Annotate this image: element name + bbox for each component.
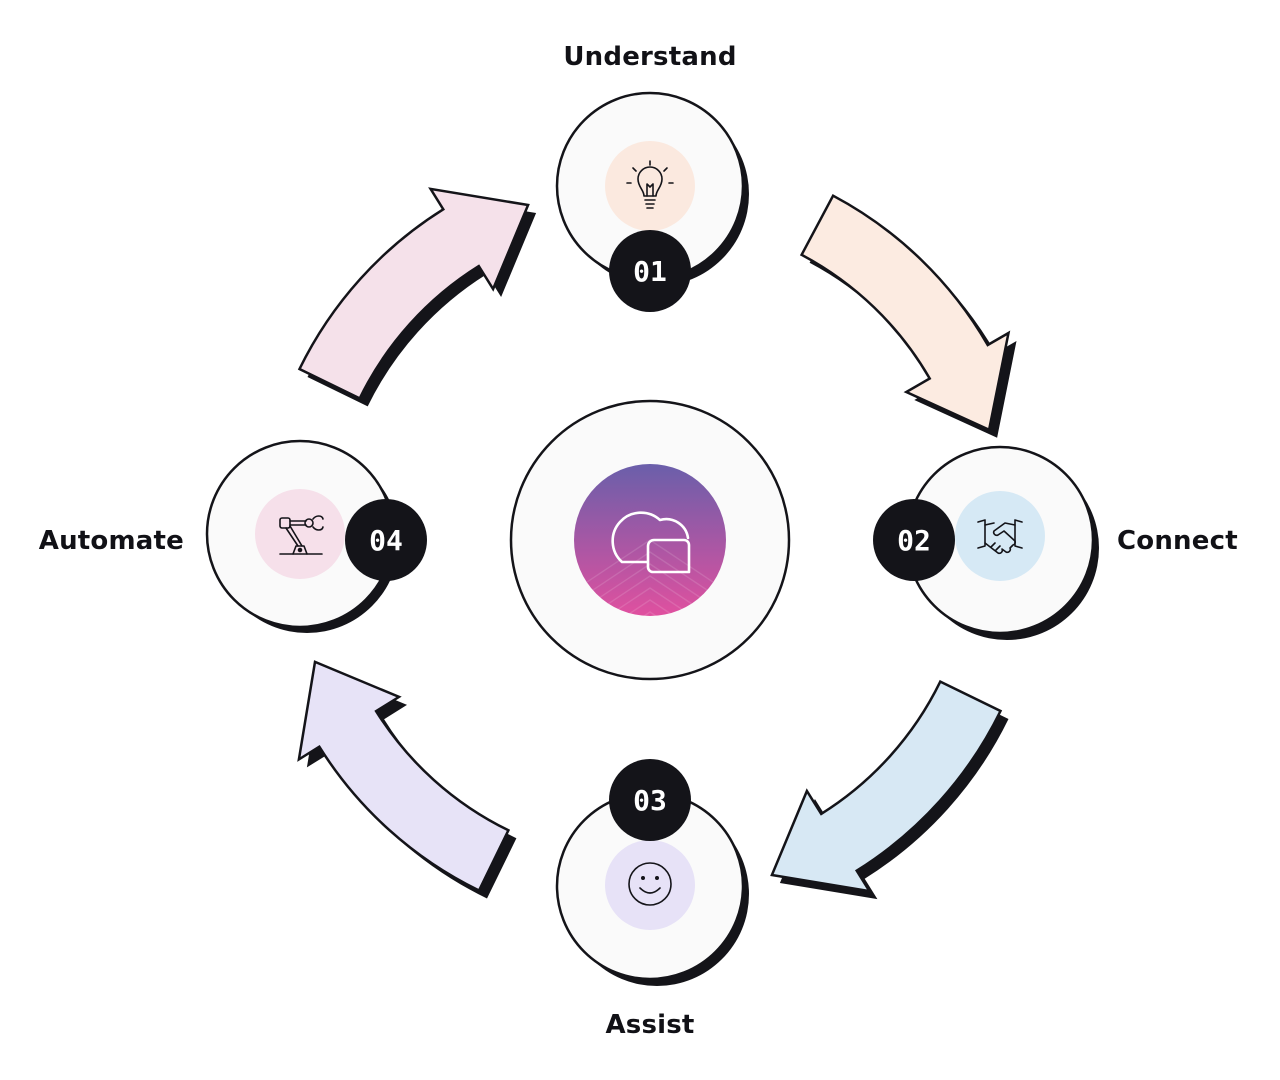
step-badge-02: 02 (873, 499, 955, 581)
robot-arm-icon (279, 515, 324, 555)
icon-background (605, 840, 695, 930)
step-automate: 04 (205, 439, 427, 633)
step-number: 03 (633, 784, 667, 817)
smiley-icon (628, 862, 672, 906)
arrow-automate-to-understand (297, 187, 537, 407)
step-badge-01: 01 (609, 230, 691, 312)
step-number: 02 (897, 524, 931, 557)
cycle-arrows (297, 187, 1017, 900)
icon-background (255, 489, 345, 579)
step-number: 01 (633, 255, 667, 288)
step-label-assist: Assist (605, 1010, 695, 1040)
step-badge-03: 03 (609, 759, 691, 841)
arrow-understand-to-connect (799, 194, 1017, 438)
step-assist: 03 (555, 759, 749, 986)
chat-bubbles-icon (611, 511, 691, 574)
step-number: 04 (369, 524, 403, 557)
step-connect: 02 (873, 445, 1099, 640)
step-label-understand: Understand (563, 42, 737, 72)
step-label-automate: Automate (38, 526, 184, 556)
step-badge-04: 04 (345, 499, 427, 581)
icon-background (955, 491, 1045, 581)
arrow-assist-to-automate (297, 660, 517, 899)
arrow-connect-to-assist (770, 679, 1009, 900)
step-label-connect: Connect (1117, 526, 1238, 556)
lightbulb-icon (626, 160, 674, 209)
step-understand: 01 (555, 91, 749, 312)
handshake-icon (977, 519, 1023, 555)
center-hub (509, 399, 791, 681)
